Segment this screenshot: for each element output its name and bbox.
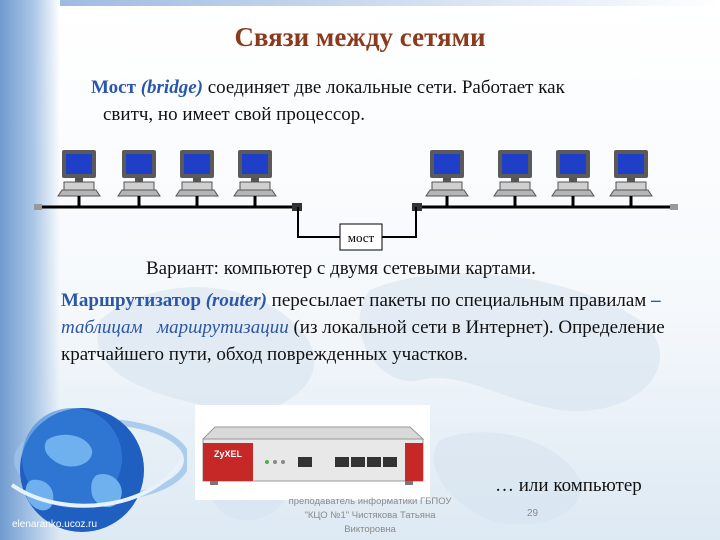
bridge-text-line1: соединяет две локальные сети. Работает к… <box>202 77 565 98</box>
computer-icon <box>57 149 101 197</box>
computer-icon <box>233 149 277 197</box>
slide-title: Связи между сетями <box>234 22 486 52</box>
router-table-word: таблицам <box>61 317 143 338</box>
site-label: elenaranko.ucoz.ru <box>12 519 98 530</box>
alt-computer-text: … или компьютер <box>495 475 642 496</box>
computer-icon <box>425 149 469 197</box>
page-number: 29 <box>527 508 539 519</box>
bridge-label: мост <box>348 230 375 245</box>
bridge-term-en: (bridge) <box>140 77 203 98</box>
router-text-b: (из локальной сети в Интернет). Определе… <box>61 317 665 365</box>
globe-icon <box>10 408 187 532</box>
computer-icon <box>493 149 537 197</box>
footer-author: преподаватель информатики ГБПОУ "КЦО №1"… <box>288 496 452 535</box>
router-routing-word: маршрутизации <box>156 317 289 338</box>
router-term: Маршрутизатор <box>61 290 201 311</box>
world-map-background <box>97 273 661 525</box>
bridge-paragraph: Мост (bridge) соединяет две локальные се… <box>91 74 681 128</box>
left-network <box>34 149 340 238</box>
bridge-term: Мост <box>91 77 136 98</box>
top-decor-band <box>60 0 720 6</box>
computer-icon <box>175 149 219 197</box>
variant-text: Вариант: компьютер с двумя сетевыми карт… <box>146 258 536 279</box>
router-paragraph: Маршрутизатор (router) пересылает пакеты… <box>61 287 701 368</box>
router-device-photo: ZyXEL <box>195 405 430 500</box>
bridge-network-diagram: мост <box>34 149 678 251</box>
router-brand: ZyXEL <box>214 449 243 459</box>
router-dash: – <box>651 290 661 311</box>
computer-icon <box>609 149 653 197</box>
bridge-text-line2: свитч, но имеет свой процессор. <box>103 104 366 125</box>
bridge-device: мост <box>339 223 383 251</box>
router-term-en: (router) <box>205 290 267 311</box>
computer-icon <box>551 149 595 197</box>
computer-icon <box>117 149 161 197</box>
router-text-a: пересылает пакеты по специальным правила… <box>266 290 652 311</box>
right-network <box>382 149 678 238</box>
